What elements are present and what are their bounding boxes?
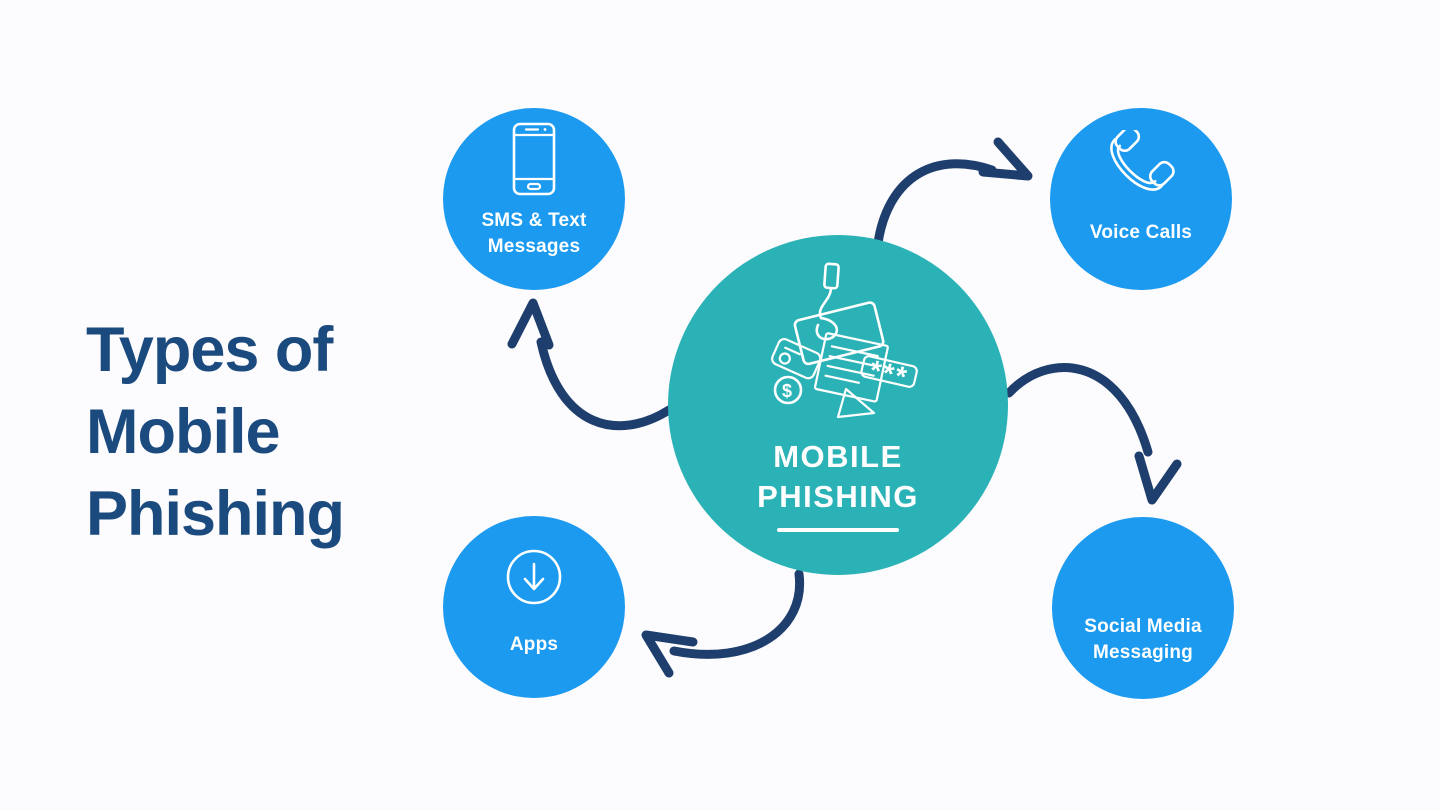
page-title-line-1: Types of (86, 315, 333, 386)
password-mask-text: *** (867, 354, 912, 393)
node-label-voice-calls: Voice Calls (1089, 222, 1193, 243)
smartphone-icon (512, 122, 556, 196)
node-social-media-messaging: Social Media Messaging (1052, 517, 1234, 699)
center-node-label: MOBILE PHISHING (757, 439, 919, 515)
arrow-to-sms-icon (507, 298, 674, 431)
arrow-to-voice-calls-icon (873, 137, 1033, 248)
center-label-underline (777, 527, 899, 532)
download-circle-icon (506, 549, 562, 605)
arrow-to-apps-icon (641, 569, 805, 678)
node-sms-text-messages: SMS & Text Messages (443, 108, 625, 290)
dollar-sign-text: $ (782, 381, 792, 401)
node-label-apps: Apps (509, 634, 559, 655)
page-title-line-3: Phishing (86, 478, 345, 549)
node-voice-calls: Voice Calls (1050, 108, 1232, 290)
page-title: Types of Mobile Phishing (86, 310, 345, 556)
node-label-social-media: Social Media Messaging (1084, 616, 1202, 663)
phone-handset-icon (1110, 130, 1175, 191)
center-node-mobile-phishing: *** $ MOBILE PHISHING (668, 235, 1008, 575)
arrow-to-social-media-icon (1004, 363, 1182, 505)
node-apps: Apps (443, 516, 625, 698)
node-label-sms: SMS & Text Messages (481, 210, 587, 257)
phishing-hook-credit-card-icon: *** $ (771, 262, 918, 419)
page-title-line-2: Mobile (86, 397, 281, 468)
